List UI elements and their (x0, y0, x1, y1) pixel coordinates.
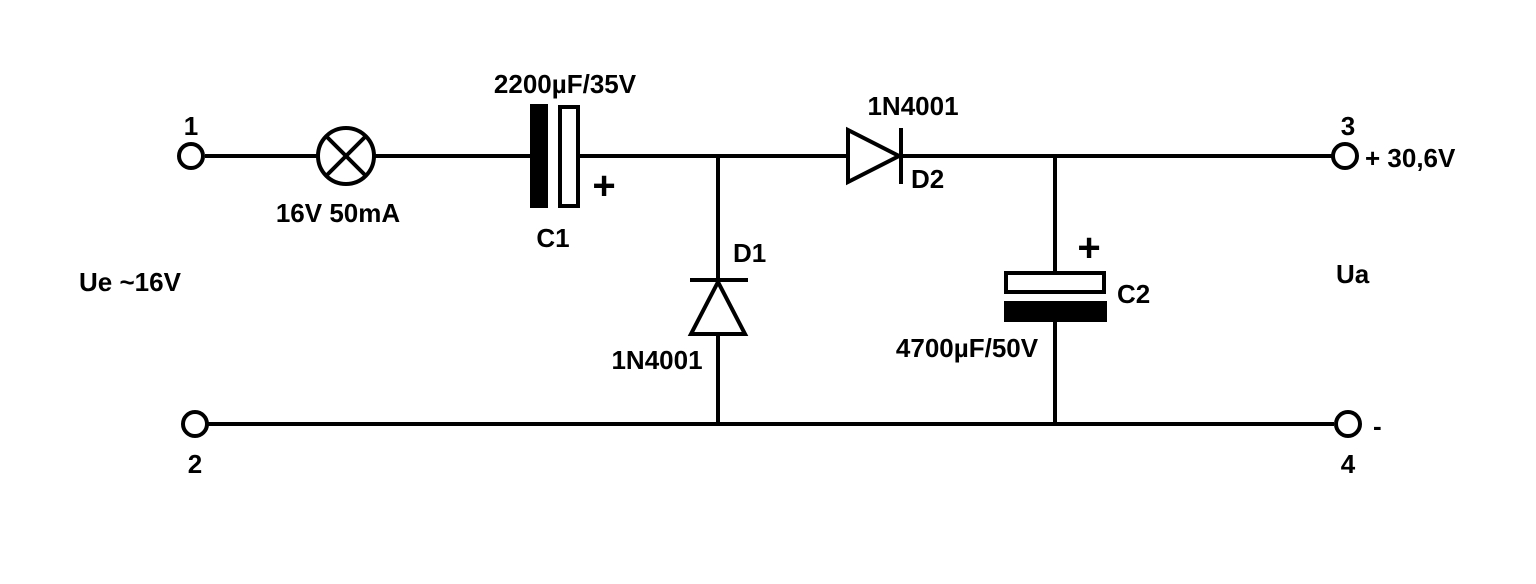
lamp-rating-label: 16V 50mA (276, 198, 401, 228)
diode-d1-symbol (687, 277, 749, 336)
c1-value-label: 2200µF/35V (494, 69, 637, 99)
c2-value-label: 4700µF/50V (896, 333, 1039, 363)
lamp-symbol (316, 126, 376, 186)
c2-name-label: C2 (1117, 279, 1150, 309)
input-voltage-label: Ue ~16V (79, 267, 182, 297)
terminal-2 (181, 410, 209, 438)
diode-d2-symbol (846, 126, 904, 186)
d2-name-label: D2 (911, 164, 944, 194)
output-plus-label: + 30,6V (1365, 143, 1456, 173)
c1-polarity-label: + (592, 164, 615, 208)
d2-part-label: 1N4001 (867, 91, 958, 121)
terminal-3-label: 3 (1341, 111, 1355, 141)
terminal-3 (1331, 142, 1359, 170)
d1-part-label: 1N4001 (611, 345, 702, 375)
terminal-1-label: 1 (184, 111, 198, 141)
terminal-1 (177, 142, 205, 170)
capacitor-c2-symbol (1004, 271, 1107, 322)
terminal-4-label: 4 (1341, 449, 1356, 479)
c1-name-label: C1 (536, 223, 569, 253)
capacitor-c1-symbol (530, 104, 580, 208)
c2-polarity-label: + (1077, 226, 1100, 270)
terminal-2-label: 2 (188, 449, 202, 479)
d1-name-label: D1 (733, 238, 766, 268)
terminal-4 (1334, 410, 1362, 438)
output-label: Ua (1336, 259, 1370, 289)
output-minus-label: - (1373, 411, 1382, 441)
